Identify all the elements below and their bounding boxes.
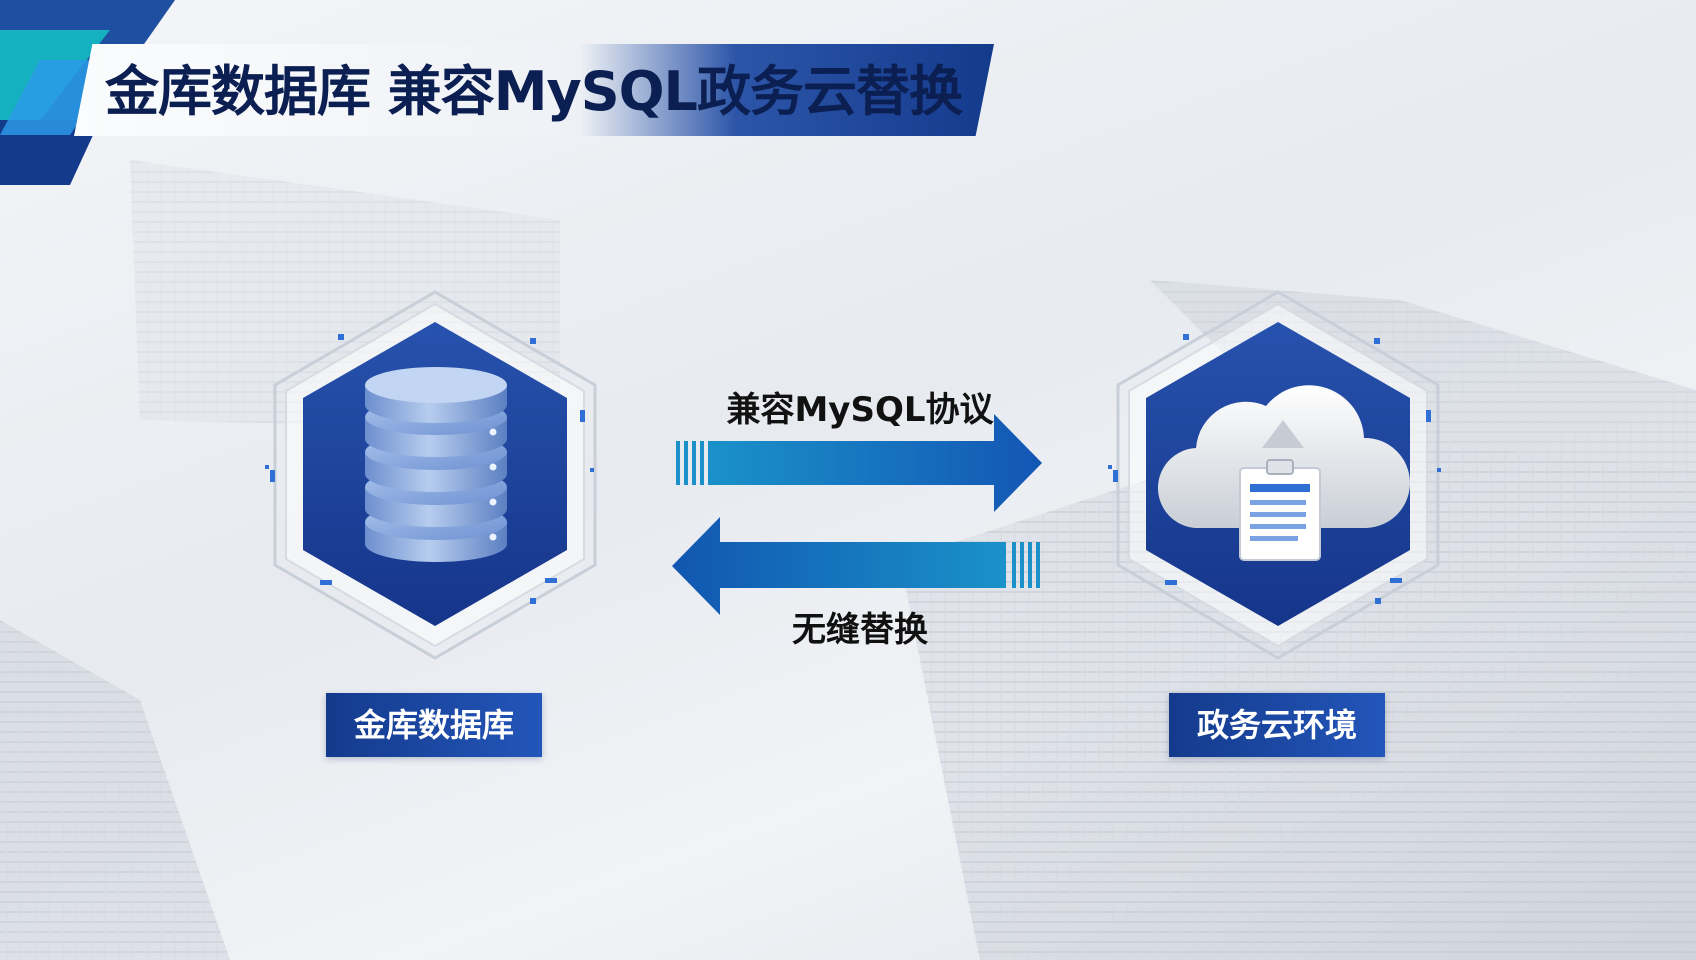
- right-hex-outer-ring: [1116, 290, 1440, 660]
- cloud-document-icon: [1157, 385, 1410, 561]
- arrow-left: [672, 517, 1040, 615]
- left-node-label: 金库数据库: [326, 693, 542, 757]
- arrow-right: [676, 414, 1042, 512]
- left-node: [265, 290, 597, 660]
- left-hex-outer-ring: [273, 290, 597, 660]
- page-title: 金库数据库 兼容MySQL政务云替换: [105, 60, 963, 123]
- database-icon: [365, 367, 507, 562]
- arrow-top-label: 兼容MySQL协议: [726, 390, 994, 430]
- right-node-label: 政务云环境: [1169, 693, 1385, 757]
- title-banner: [74, 44, 994, 136]
- arrow-bottom-label: 无缝替换: [792, 610, 928, 650]
- right-node: [1108, 290, 1441, 660]
